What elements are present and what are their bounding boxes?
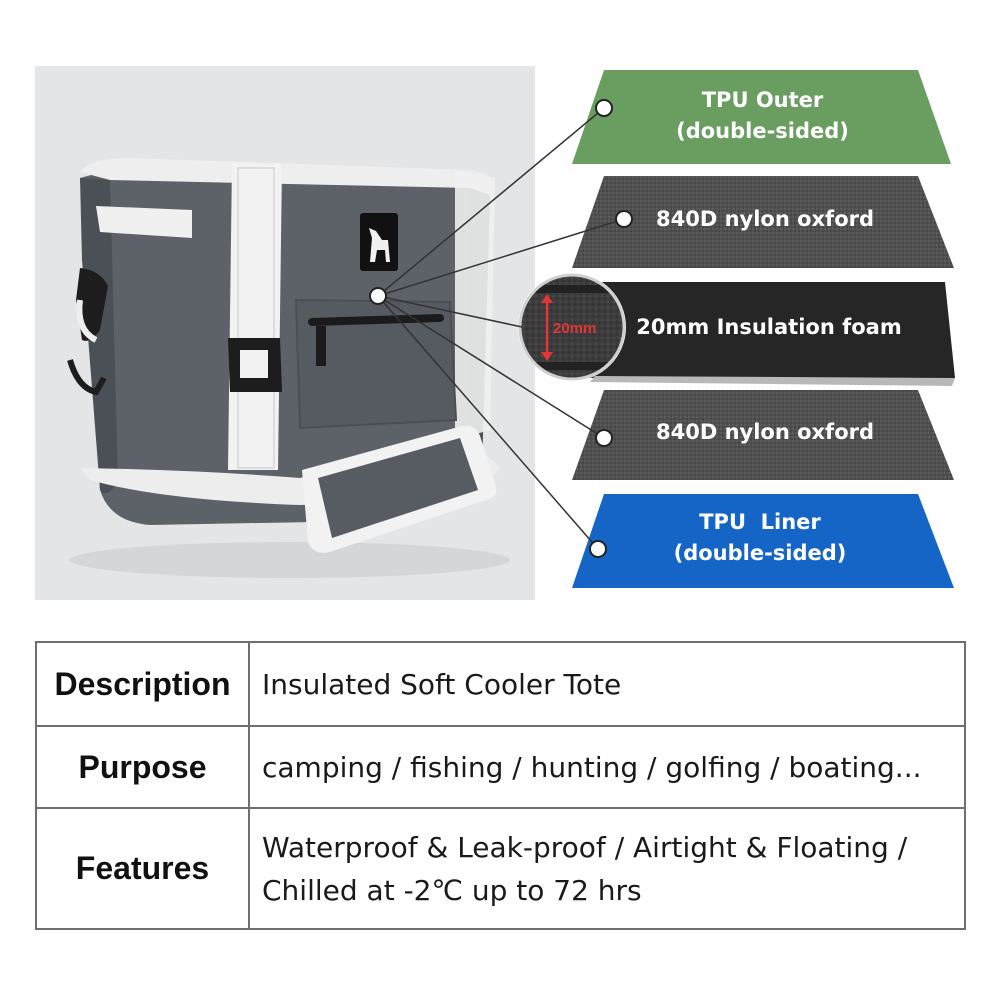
spec-table: Description Insulated Soft Cooler Tote P…: [35, 641, 966, 930]
tpu-outer-label: TPU Outer (double-sided): [640, 85, 885, 147]
nylon-top-text: 840D nylon oxford: [655, 207, 875, 231]
dot-markers: [369, 99, 633, 558]
nylon-top-dot: [615, 210, 633, 228]
nylon-bottom-slab: [572, 390, 954, 480]
spec-value-line: Insulated Soft Cooler Tote: [262, 667, 622, 701]
spec-value-line: camping / fishing / hunting / golfing / …: [262, 750, 922, 784]
spec-row-features: Features Waterproof & Leak-proof / Airti…: [37, 807, 964, 928]
nylon-bottom-text: 840D nylon oxford: [655, 420, 875, 444]
tpu-liner-slab: [572, 494, 954, 588]
spec-value: camping / fishing / hunting / golfing / …: [262, 727, 956, 807]
tpu-outer-slab: [572, 70, 951, 164]
connector-lines: [377, 107, 625, 550]
nylon-top-slab: [572, 176, 954, 268]
material-layers-figure: 20mm TPU Outer (double-sided) 840D nylon…: [35, 66, 955, 600]
tpu-liner-label: TPU Liner (double-sided): [640, 507, 880, 569]
tpu-liner-dot: [589, 540, 607, 558]
spec-row-purpose: Purpose camping / fishing / hunting / go…: [37, 725, 964, 807]
tpu-outer-dot: [595, 99, 613, 117]
nylon-bottom-label: 840D nylon oxford: [640, 417, 890, 448]
spec-key: Purpose: [37, 727, 250, 807]
spec-value-line: Waterproof & Leak-proof / Airtight & Flo…: [262, 830, 908, 864]
nylon-top-label: 840D nylon oxford: [640, 204, 890, 235]
foam-label: 20mm Insulation foam: [634, 312, 904, 343]
tpu-liner-line2: (double-sided): [673, 541, 847, 565]
zipper-pocket: [294, 298, 458, 430]
spec-key: Description: [37, 643, 250, 725]
layer-slabs: [572, 70, 955, 588]
spec-row-description: Description Insulated Soft Cooler Tote: [37, 643, 964, 725]
foam-slab: [575, 282, 955, 378]
spec-value: Insulated Soft Cooler Tote: [262, 643, 956, 725]
foam-thickness-callout: 20mm: [518, 273, 626, 381]
foam-text: 20mm Insulation foam: [636, 315, 902, 339]
foam-thickness-label: 20mm: [553, 320, 596, 337]
tpu-outer-line2: (double-sided): [676, 119, 849, 143]
figure-canvas: 20mm: [35, 66, 955, 600]
spec-value-line: Chilled at -2℃ up to 72 hrs: [262, 873, 642, 907]
tpu-outer-line1: TPU Outer: [701, 88, 824, 112]
spec-value: Waterproof & Leak-proof / Airtight & Flo…: [262, 809, 956, 928]
product-photo: [35, 66, 535, 600]
spec-key: Features: [37, 809, 250, 928]
origin-dot: [369, 287, 387, 305]
tpu-liner-line1: TPU Liner: [699, 510, 821, 534]
nylon-bottom-dot: [595, 429, 613, 447]
